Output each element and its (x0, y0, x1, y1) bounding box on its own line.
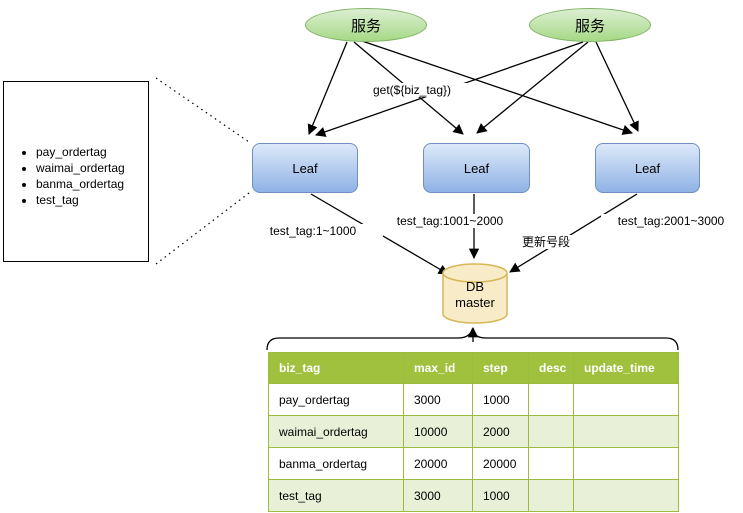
edge-label-leaf2-range: test_tag:1001~2000 (380, 214, 520, 228)
cell-desc (528, 383, 574, 416)
service-node-1: 服务 (305, 8, 427, 42)
leaf-node-2-label: Leaf (463, 160, 490, 176)
arrow-service1-to-leaf3 (361, 40, 633, 135)
cell-update-time (573, 415, 679, 448)
edge-label-update-segment: 更新号段 (506, 235, 586, 249)
leaf-node-1: Leaf (252, 143, 358, 193)
cell-max-id: 3000 (403, 479, 473, 512)
dotted-line-tagbox-top (155, 77, 250, 143)
column-header-step: step (472, 352, 529, 384)
edge-label-leaf1-range: test_tag:1~1000 (243, 224, 383, 238)
service-node-1-label: 服务 (350, 17, 381, 35)
dotted-line-tagbox-bottom (155, 192, 250, 265)
leaf-node-3: Leaf (595, 143, 700, 193)
cell-step: 1000 (472, 383, 529, 416)
cell-step: 2000 (472, 415, 529, 448)
list-item: test_tag (36, 192, 148, 208)
db-master-label: DB master (455, 279, 495, 310)
edge-label-leaf3-range: test_tag:2001~3000 (601, 214, 741, 228)
biz-tag-list: pay_ordertag waimai_ordertag banma_order… (4, 144, 148, 208)
biz-tag-list-box: pay_ordertag waimai_ordertag banma_order… (3, 81, 149, 262)
cell-biz-tag: banma_ordertag (268, 447, 404, 480)
table-header-row: biz_tag max_id step desc update_time (268, 352, 679, 384)
arrow-service2-to-leaf3 (595, 41, 639, 132)
cell-biz-tag: pay_ordertag (268, 383, 404, 416)
cell-step: 1000 (472, 479, 529, 512)
cell-biz-tag: waimai_ordertag (268, 415, 404, 448)
list-item: pay_ordertag (36, 144, 148, 160)
table-row: test_tag 3000 1000 (268, 479, 679, 512)
cell-biz-tag: test_tag (268, 479, 404, 512)
cell-update-time (573, 447, 679, 480)
leaf-node-2: Leaf (423, 143, 530, 193)
leaf-node-1-label: Leaf (292, 160, 318, 176)
table-row: pay_ordertag 3000 1000 (268, 383, 679, 416)
service-node-2: 服务 (529, 8, 651, 42)
column-header-desc: desc (528, 352, 574, 384)
column-header-biz-tag: biz_tag (268, 352, 404, 384)
cell-desc (528, 479, 574, 512)
leaf-node-3-label: Leaf (634, 160, 661, 176)
segment-table: biz_tag max_id step desc update_time pay… (268, 352, 679, 512)
service-node-2-label: 服务 (574, 17, 605, 35)
list-item: banma_ordertag (36, 176, 148, 192)
cell-update-time (573, 479, 679, 512)
cell-update-time (573, 383, 679, 416)
cell-step: 20000 (472, 447, 529, 480)
arrow-service2-to-leaf2 (476, 41, 589, 134)
column-header-max-id: max_id (403, 352, 473, 384)
list-item: waimai_ordertag (36, 160, 148, 176)
cell-max-id: 20000 (403, 447, 473, 480)
table-row: banma_ordertag 20000 20000 (268, 447, 679, 480)
arrow-service1-to-leaf1 (307, 41, 348, 135)
edge-label-get-biztag: get(${biz_tag}) (342, 83, 482, 97)
arrow-leaf3-to-db (509, 193, 638, 273)
cell-desc (528, 447, 574, 480)
column-header-update-time: update_time (573, 352, 679, 384)
table-row: waimai_ordertag 10000 2000 (268, 415, 679, 448)
cell-max-id: 10000 (403, 415, 473, 448)
cell-max-id: 3000 (403, 383, 473, 416)
db-cylinder (442, 263, 508, 324)
cell-desc (528, 415, 574, 448)
